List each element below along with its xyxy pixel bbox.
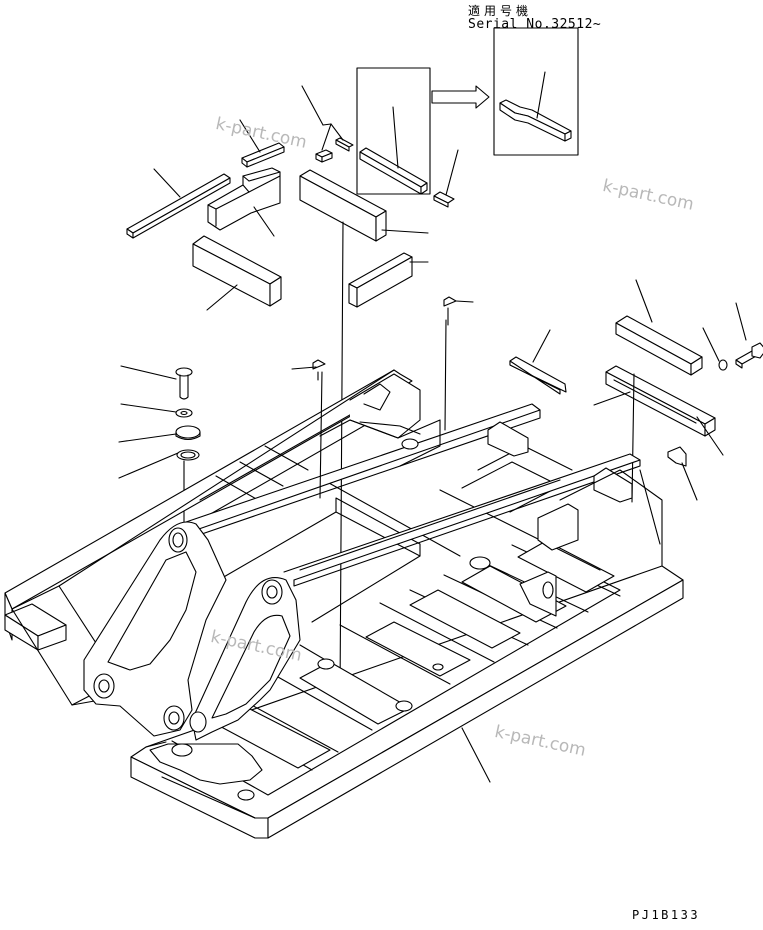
inset-box-before bbox=[356, 67, 431, 195]
serial-applicability-label: 適用号機 bbox=[468, 4, 533, 18]
right-small-weight bbox=[348, 252, 429, 308]
bracket-plate bbox=[509, 329, 567, 395]
serial-inset bbox=[356, 27, 579, 195]
drawing-code: PJ1B133 bbox=[632, 908, 701, 922]
leader-frame bbox=[461, 727, 491, 783]
boom-bracket bbox=[83, 521, 301, 785]
inset-box-after bbox=[493, 27, 579, 156]
leader-wedge-vertical bbox=[444, 319, 447, 431]
wedges bbox=[291, 296, 474, 381]
serial-number-text: Serial No.32512~ bbox=[468, 17, 602, 32]
large-weight-block bbox=[192, 235, 282, 311]
leader-center-vertical bbox=[319, 371, 323, 499]
inset-bar-after bbox=[499, 71, 572, 142]
stepped-block bbox=[207, 167, 281, 237]
thin-plate bbox=[239, 119, 285, 168]
small-blocks-top bbox=[301, 85, 459, 208]
inset-arrow bbox=[431, 85, 490, 109]
inset-bar-before bbox=[359, 106, 428, 195]
frame-body bbox=[4, 369, 684, 839]
right-parts bbox=[593, 279, 763, 503]
center-long-block bbox=[299, 169, 429, 696]
long-bar-left bbox=[126, 168, 231, 239]
